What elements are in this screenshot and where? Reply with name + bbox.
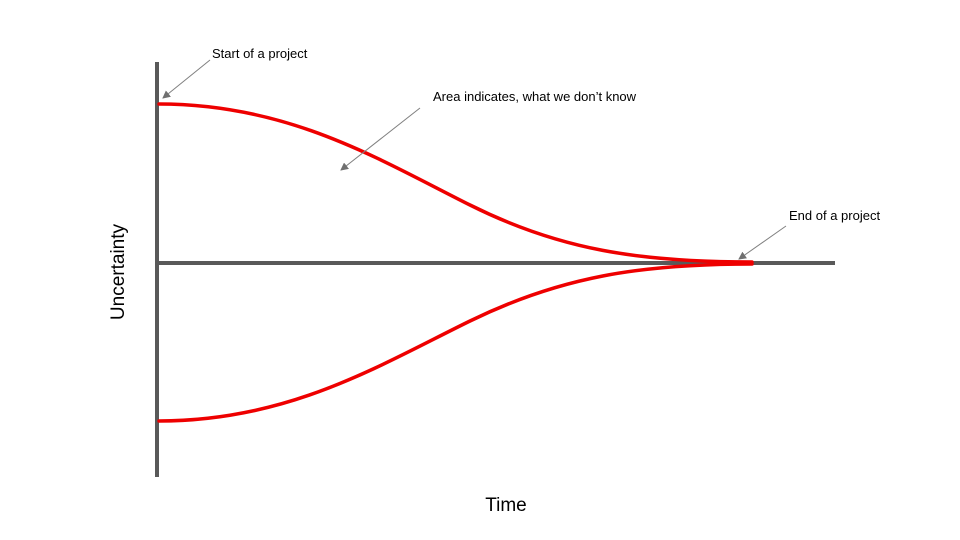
lower-uncertainty-curve	[157, 262, 754, 423]
x-axis-label: Time	[485, 495, 527, 516]
area-callout-arrow	[340, 107, 421, 171]
end-annotation: End of a project	[789, 208, 880, 223]
end-callout-arrow	[738, 225, 787, 260]
area-annotation: Area indicates, what we don’t know	[433, 89, 637, 104]
upper-uncertainty-curve	[157, 102, 754, 264]
start-annotation: Start of a project	[212, 46, 308, 61]
start-callout-arrow	[162, 59, 211, 99]
y-axis-label: Uncertainty	[108, 223, 129, 320]
